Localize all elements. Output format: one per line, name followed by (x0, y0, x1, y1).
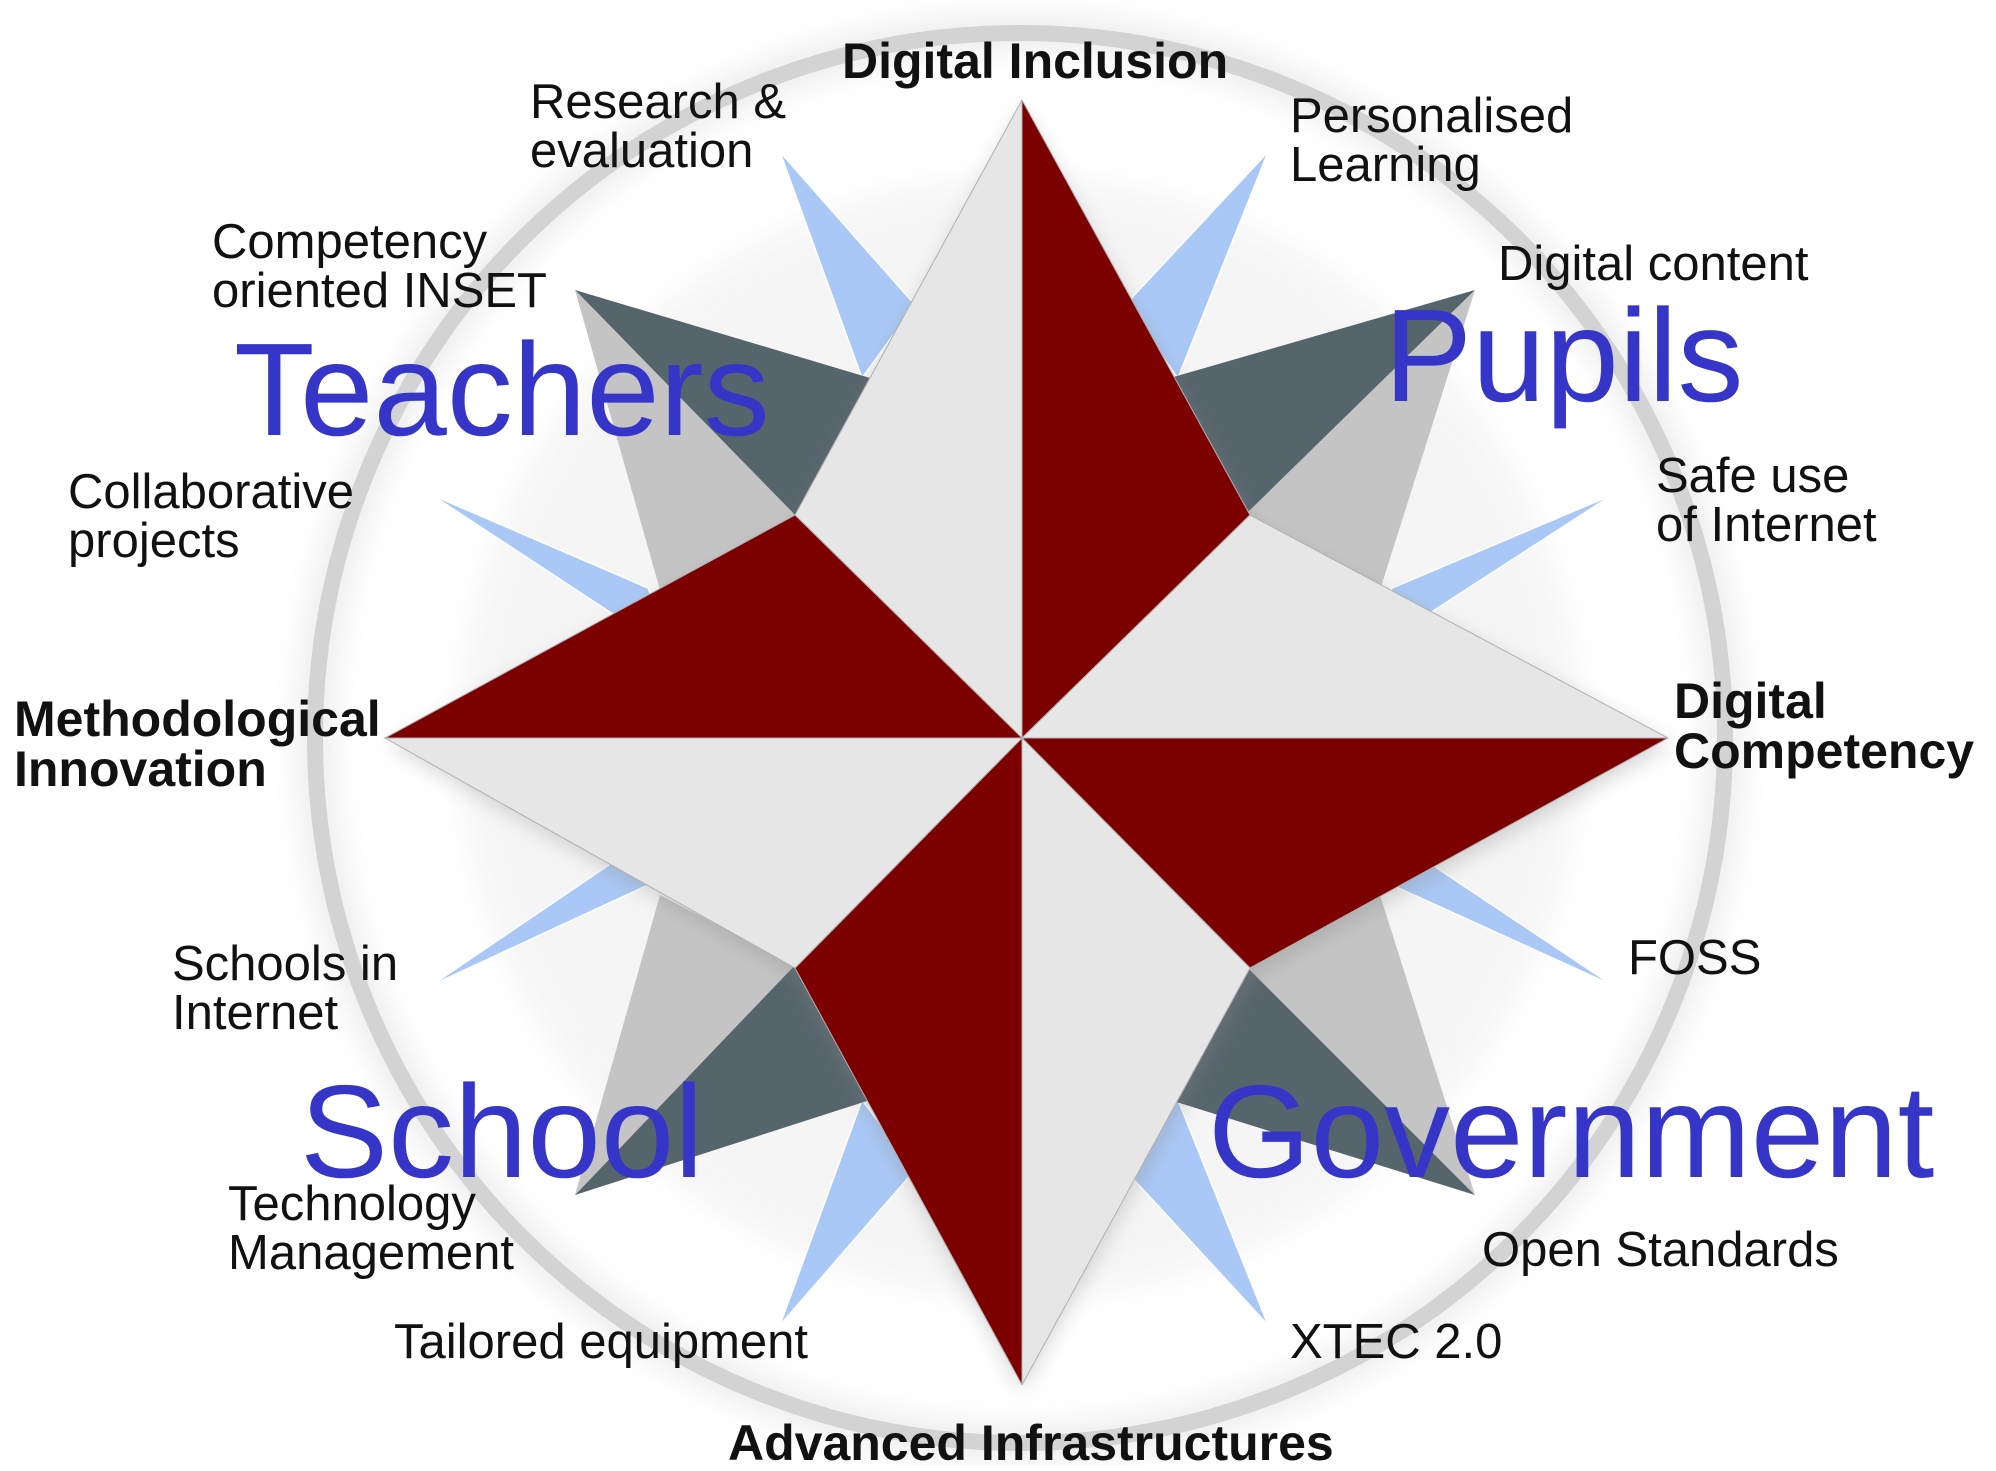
label-digital-content: Digital content (1498, 237, 1809, 291)
quadrant-label-teachers: Teachers (234, 316, 770, 463)
label-collaborative-line2: projects (68, 514, 240, 568)
diagonal-point-nw (575, 290, 870, 590)
compass-ring (307, 25, 1733, 1451)
label-xtec: XTEC 2.0 (1290, 1315, 1503, 1369)
label-research-line2: evaluation (530, 124, 754, 178)
quadrant-label-pupils: Pupils (1384, 282, 1744, 429)
minor-point-research (779, 151, 916, 380)
label-safe-use-line2: of Internet (1656, 498, 1877, 552)
label-digital-competency-line1: Digital (1674, 673, 1827, 729)
label-safe-use-internet: Safe use of Internet (1656, 452, 1877, 550)
label-foss: FOSS (1628, 931, 1762, 985)
minor-points (431, 151, 1613, 1326)
diagonal-point-sw (575, 895, 870, 1195)
label-schools-internet-line2: Internet (172, 986, 339, 1040)
label-methodological-innovation-line2: Innovation (14, 741, 267, 797)
label-methodological-innovation: Methodological Innovation (14, 694, 381, 794)
label-personalised-line2: Learning (1290, 138, 1481, 192)
label-personalised-learning: Personalised Learning (1290, 92, 1573, 190)
label-schools-internet-line1: Schools in (172, 937, 399, 991)
label-advanced-infrastructures: Advanced Infrastructures (728, 1415, 1334, 1471)
label-collaborative-line1: Collaborative (68, 465, 354, 519)
label-collaborative-projects: Collaborative projects (68, 468, 354, 566)
quadrant-label-school: School (300, 1058, 704, 1205)
label-competency-inset-line1: Competency (212, 215, 488, 269)
label-technology-line1: Technology (228, 1177, 476, 1231)
quadrant-label-government: Government (1208, 1058, 1935, 1205)
label-digital-competency-line2: Competency (1674, 723, 1975, 779)
label-open-standards: Open Standards (1482, 1223, 1839, 1277)
label-safe-use-line1: Safe use (1656, 449, 1850, 503)
label-competency-inset: Competency oriented INSET (212, 218, 547, 316)
label-research-evaluation: Research & evaluation (530, 78, 786, 176)
label-research-line1: Research & (530, 75, 787, 129)
diagonal-point-se (1170, 895, 1475, 1195)
label-personalised-line1: Personalised (1290, 89, 1574, 143)
diagonal-points (575, 290, 1475, 1195)
cardinal-west-dark (384, 514, 1024, 739)
label-technology-line2: Management (228, 1226, 515, 1280)
cardinal-points (383, 99, 1669, 1386)
label-tailored-equipment: Tailored equipment (394, 1315, 809, 1369)
label-digital-inclusion: Digital Inclusion (842, 33, 1229, 89)
label-technology-management: Technology Management (228, 1180, 514, 1278)
label-competency-inset-line2: oriented INSET (212, 264, 547, 318)
label-digital-competency: Digital Competency (1674, 676, 1974, 776)
diagonal-point-ne (1170, 290, 1475, 590)
label-methodological-innovation-line1: Methodological (14, 691, 381, 747)
label-schools-internet: Schools in Internet (172, 940, 398, 1038)
